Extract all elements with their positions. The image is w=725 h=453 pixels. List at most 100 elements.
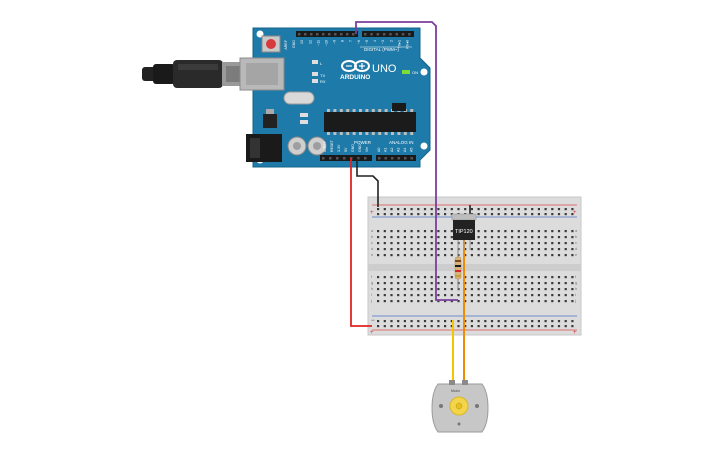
breadboard-hole[interactable]: [544, 236, 547, 239]
breadboard-hole[interactable]: [423, 288, 427, 291]
breadboard-hole[interactable]: [410, 325, 413, 328]
breadboard-hole[interactable]: [490, 248, 494, 251]
breadboard-hole[interactable]: [524, 325, 527, 328]
breadboard-hole[interactable]: [477, 294, 480, 297]
breadboard-hole[interactable]: [403, 325, 406, 328]
breadboard-hole[interactable]: [444, 236, 447, 239]
header-socket[interactable]: [376, 33, 380, 36]
breadboard-hole[interactable]: [504, 254, 507, 257]
wire-black-gnd[interactable]: [356, 158, 379, 207]
header-socket[interactable]: [397, 157, 401, 160]
wire-red-5v[interactable]: [350, 158, 372, 327]
breadboard-hole[interactable]: [390, 288, 393, 291]
breadboard-hole[interactable]: [464, 248, 467, 251]
breadboard-hole[interactable]: [430, 300, 433, 303]
breadboard-hole[interactable]: [437, 325, 440, 328]
breadboard-hole[interactable]: [444, 294, 447, 297]
breadboard-hole[interactable]: [450, 208, 453, 211]
breadboard-hole[interactable]: [410, 294, 413, 297]
breadboard-hole[interactable]: [497, 248, 500, 251]
breadboard-hole[interactable]: [531, 288, 534, 291]
breadboard-hole[interactable]: [571, 242, 574, 245]
breadboard-hole[interactable]: [450, 236, 453, 239]
breadboard-hole[interactable]: [390, 254, 393, 257]
breadboard-hole[interactable]: [397, 208, 400, 211]
breadboard-hole[interactable]: [417, 320, 420, 323]
breadboard-hole[interactable]: [470, 300, 473, 303]
breadboard-hole[interactable]: [410, 213, 413, 216]
breadboard-hole[interactable]: [537, 276, 540, 279]
breadboard-hole[interactable]: [430, 294, 433, 297]
breadboard-hole[interactable]: [397, 236, 400, 239]
breadboard-hole[interactable]: [417, 248, 420, 251]
breadboard-hole[interactable]: [544, 294, 547, 297]
breadboard-hole[interactable]: [484, 242, 487, 245]
header-socket[interactable]: [404, 157, 407, 160]
breadboard-hole[interactable]: [470, 276, 473, 279]
breadboard-hole[interactable]: [437, 320, 440, 323]
breadboard-hole[interactable]: [437, 288, 440, 291]
breadboard-hole[interactable]: [544, 282, 547, 285]
header-socket[interactable]: [408, 33, 411, 36]
breadboard-hole[interactable]: [531, 213, 534, 216]
breadboard-hole[interactable]: [484, 254, 487, 257]
header-socket[interactable]: [334, 33, 337, 36]
breadboard-hole[interactable]: [450, 276, 453, 279]
breadboard-hole[interactable]: [517, 242, 520, 245]
breadboard-hole[interactable]: [457, 208, 460, 211]
breadboard-hole[interactable]: [417, 254, 420, 257]
breadboard-hole[interactable]: [383, 208, 386, 211]
breadboard-hole[interactable]: [383, 230, 386, 233]
breadboard-hole[interactable]: [531, 254, 534, 257]
breadboard-hole[interactable]: [531, 248, 534, 251]
breadboard-hole[interactable]: [477, 236, 480, 239]
breadboard-hole[interactable]: [444, 282, 447, 285]
header-socket[interactable]: [329, 157, 332, 160]
breadboard-hole[interactable]: [504, 242, 507, 245]
breadboard-hole[interactable]: [484, 213, 487, 216]
breadboard-hole[interactable]: [537, 325, 540, 328]
breadboard-hole[interactable]: [497, 213, 500, 216]
breadboard-hole[interactable]: [397, 288, 400, 291]
header-socket[interactable]: [298, 33, 301, 36]
breadboard-hole[interactable]: [423, 213, 427, 216]
breadboard-hole[interactable]: [377, 282, 380, 285]
breadboard-hole[interactable]: [531, 208, 534, 211]
breadboard-hole[interactable]: [564, 282, 567, 285]
breadboard-hole[interactable]: [517, 248, 520, 251]
breadboard-hole[interactable]: [484, 248, 487, 251]
tip120-transistor[interactable]: TIP120: [451, 213, 477, 250]
breadboard-hole[interactable]: [450, 288, 453, 291]
breadboard-hole[interactable]: [470, 208, 473, 211]
breadboard-hole[interactable]: [551, 282, 554, 285]
breadboard-hole[interactable]: [524, 230, 527, 233]
breadboard-hole[interactable]: [464, 208, 467, 211]
header-socket[interactable]: [310, 33, 313, 36]
breadboard-hole[interactable]: [551, 248, 554, 251]
breadboard-hole[interactable]: [537, 236, 540, 239]
breadboard-hole[interactable]: [377, 288, 380, 291]
breadboard-hole[interactable]: [390, 282, 393, 285]
breadboard-hole[interactable]: [437, 213, 440, 216]
breadboard-hole[interactable]: [504, 325, 507, 328]
breadboard-hole[interactable]: [524, 242, 527, 245]
breadboard-hole[interactable]: [410, 208, 413, 211]
breadboard-hole[interactable]: [544, 213, 547, 216]
wire-purple-signal[interactable]: [355, 21, 458, 301]
breadboard-hole[interactable]: [437, 300, 440, 303]
breadboard-hole[interactable]: [497, 230, 500, 233]
breadboard-hole[interactable]: [544, 300, 547, 303]
breadboard-hole[interactable]: [490, 276, 494, 279]
breadboard-hole[interactable]: [531, 282, 534, 285]
header-socket[interactable]: [304, 33, 307, 36]
breadboard-hole[interactable]: [377, 320, 380, 323]
breadboard-hole[interactable]: [551, 236, 554, 239]
breadboard-hole[interactable]: [417, 325, 420, 328]
usb-cable[interactable]: [142, 60, 252, 88]
breadboard-hole[interactable]: [410, 254, 413, 257]
breadboard-hole[interactable]: [490, 208, 494, 211]
breadboard-hole[interactable]: [470, 254, 473, 257]
breadboard-hole[interactable]: [490, 230, 494, 233]
breadboard-hole[interactable]: [464, 288, 467, 291]
breadboard-hole[interactable]: [517, 300, 520, 303]
